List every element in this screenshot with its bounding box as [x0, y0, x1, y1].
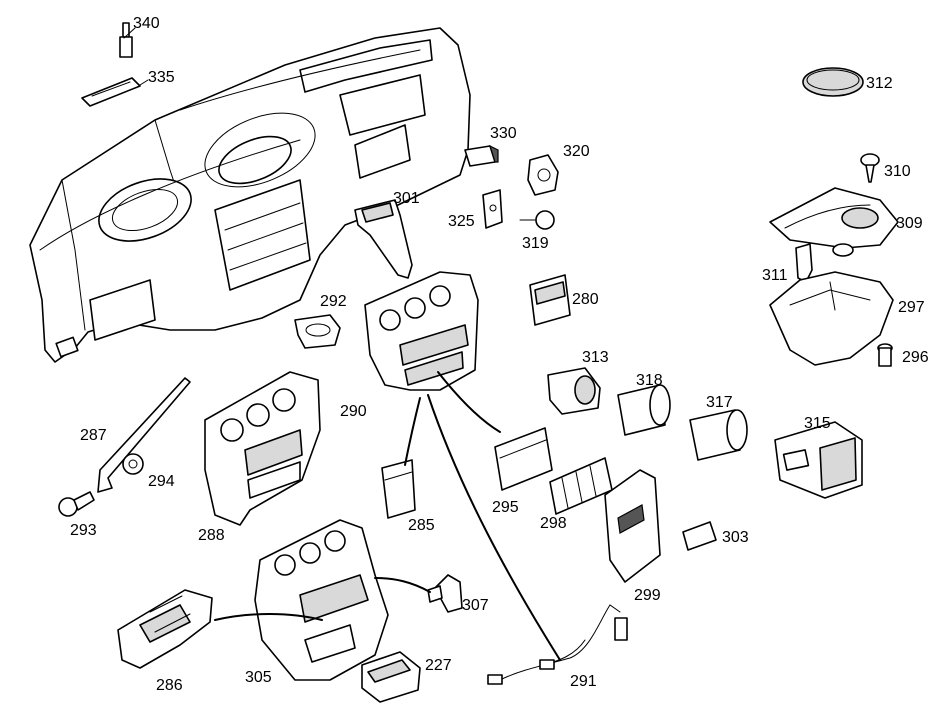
- label-280: 280: [572, 291, 599, 308]
- part-294-grommet: [122, 453, 144, 475]
- label-307: 307: [462, 597, 489, 614]
- part-330-clip: [464, 144, 499, 167]
- label-288: 288: [198, 527, 225, 544]
- label-311: 311: [762, 267, 788, 284]
- part-297-console-base: [769, 271, 894, 366]
- part-301-switch-block: [354, 199, 413, 279]
- label-312: 312: [866, 75, 893, 92]
- part-335-plate: [81, 77, 141, 107]
- label-301: 301: [393, 190, 420, 207]
- part-298-blanks: [549, 457, 613, 515]
- part-287-rod: [97, 377, 191, 493]
- label-309: 309: [896, 215, 923, 232]
- part-310-screw: [860, 153, 880, 183]
- part-labels: 340 335 312 330 320 310 301 325 319 309 …: [70, 15, 929, 694]
- part-313-socket: [547, 367, 601, 415]
- part-319-screw: [519, 210, 555, 230]
- label-295: 295: [492, 499, 519, 516]
- label-285: 285: [408, 517, 435, 534]
- label-335: 335: [148, 69, 175, 86]
- part-320-bracket: [527, 154, 559, 196]
- label-320: 320: [563, 143, 590, 160]
- label-313: 313: [582, 349, 609, 366]
- part-227-tray: [361, 651, 421, 703]
- label-319: 319: [522, 235, 549, 252]
- part-285-cover: [381, 459, 416, 519]
- label-340: 340: [133, 15, 160, 32]
- label-318: 318: [636, 372, 663, 389]
- label-299: 299: [634, 587, 661, 604]
- part-286-control-unit: [117, 589, 213, 669]
- part-288-bezel: [204, 371, 321, 526]
- label-290: 290: [340, 403, 367, 420]
- label-296: 296: [902, 349, 929, 366]
- part-312-cap: [802, 67, 864, 97]
- part-296-plug: [877, 343, 893, 367]
- part-280-module: [529, 274, 571, 326]
- label-227: 227: [425, 657, 452, 674]
- label-286: 286: [156, 677, 183, 694]
- label-330: 330: [490, 125, 517, 142]
- part-325-bracket: [482, 189, 503, 229]
- label-315: 315: [804, 415, 831, 432]
- label-294: 294: [148, 473, 175, 490]
- label-297: 297: [898, 299, 925, 316]
- label-310: 310: [884, 163, 911, 180]
- part-318-insert: [617, 384, 671, 436]
- label-325: 325: [448, 213, 475, 230]
- part-290-center-panel: [364, 271, 479, 391]
- part-293-bolt: [58, 491, 95, 517]
- label-303: 303: [722, 529, 749, 546]
- label-305: 305: [245, 669, 272, 686]
- part-311-trim: [795, 243, 813, 283]
- label-291: 291: [570, 673, 597, 690]
- part-315-switch: [774, 421, 863, 499]
- part-291-harness: [487, 604, 628, 685]
- part-305-housing: [254, 519, 389, 681]
- part-299-panel: [604, 469, 661, 583]
- part-317-lighter: [689, 409, 748, 461]
- label-317: 317: [706, 394, 733, 411]
- label-292: 292: [320, 293, 347, 310]
- part-309-console-cover: [769, 187, 899, 257]
- part-292-clip: [294, 314, 341, 349]
- part-307-knob: [427, 574, 463, 613]
- label-298: 298: [540, 515, 567, 532]
- label-287: 287: [80, 427, 107, 444]
- routing-lines: [123, 27, 561, 661]
- label-293: 293: [70, 522, 97, 539]
- part-303-cover: [682, 521, 717, 551]
- dashboard-panel: [29, 27, 471, 363]
- part-295-panel: [494, 427, 553, 491]
- part-340-screw: [119, 22, 133, 58]
